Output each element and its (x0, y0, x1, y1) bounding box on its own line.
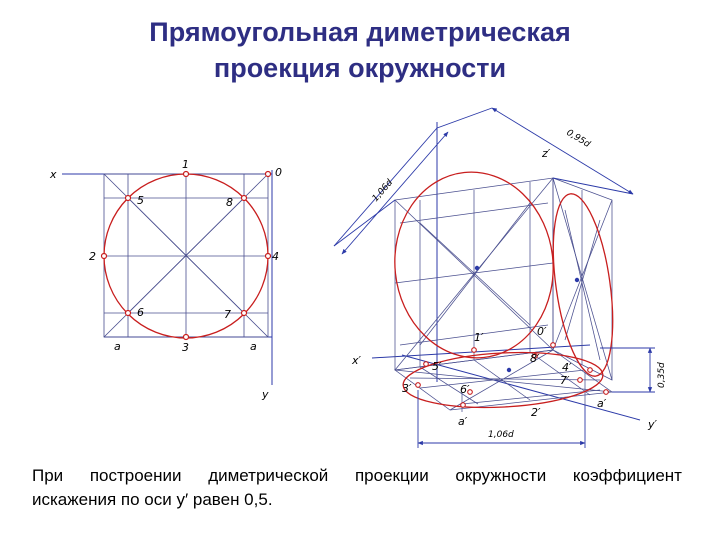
caption-word-1: При (32, 466, 64, 485)
left-point-8 (240, 194, 248, 202)
left-axes (62, 170, 273, 385)
bottom-ellipse (402, 351, 604, 409)
caption-word-6: коэффициент (572, 466, 682, 485)
right-axis-x-label: x′ (351, 354, 362, 367)
right-label-6: 6′ (460, 383, 470, 396)
right-point-a-right (603, 389, 609, 395)
left-point-5 (124, 194, 132, 202)
right-label-3: 3′ (402, 382, 412, 395)
left-axis-x-label: x (49, 168, 57, 181)
right-labels: z′ x′ y′ 0′ 1′ 2′ 3′ 4′ 5′ 6′ 7′ 8′ a′ a… (351, 128, 667, 440)
left-label-2: 2 (89, 250, 96, 263)
right-label-4: 4′ (562, 361, 572, 374)
dim-095d-line (491, 107, 634, 195)
left-label-4: 4 (272, 250, 279, 263)
caption-line-1: При построении диметрической проекции ок… (32, 464, 682, 488)
left-points (100, 170, 272, 341)
left-point-4 (264, 252, 272, 260)
left-label-8: 8 (226, 196, 233, 209)
right-label-2: 2′ (531, 406, 541, 419)
left-axis-y-label: y (261, 388, 269, 401)
right-point-6 (467, 389, 473, 395)
left-point-3 (182, 333, 190, 341)
caption-word-5: окружности (455, 466, 547, 485)
right-point-0 (550, 342, 556, 348)
right-point-a-left (460, 402, 466, 408)
right-label-a-right: a′ (597, 397, 607, 410)
left-label-5: 5 (137, 194, 144, 207)
left-labels: x y 0 1 2 3 4 5 6 7 8 a a (49, 158, 282, 401)
right-label-1: 1′ (474, 331, 484, 344)
dim-106d-top-label: 1,06d (371, 178, 396, 204)
right-view: z′ x′ y′ 0′ 1′ 2′ 3′ 4′ 5′ 6′ 7′ 8′ a′ a… (333, 107, 667, 448)
right-point-7 (577, 377, 583, 383)
title-line-2: проекция окружности (213, 53, 507, 83)
dim-106d-bottom-label: 1,06d (488, 430, 514, 440)
right-label-5: 5′ (432, 360, 442, 373)
right-label-8: 8′ (530, 352, 540, 365)
right-point-1 (471, 347, 477, 353)
title-line-1: Прямоугольная диметрическая (149, 17, 571, 47)
left-label-a-right: a (250, 340, 257, 353)
left-origin-point (264, 170, 272, 178)
right-y-axis (401, 354, 641, 421)
dim-106d-top-line (341, 131, 449, 255)
caption-word-3: диметрической (208, 466, 329, 485)
left-label-a-left: a (114, 340, 121, 353)
left-view: x y 0 1 2 3 4 5 6 7 8 a a (49, 158, 282, 401)
right-axis-y-label: y′ (647, 418, 658, 431)
left-point-6 (124, 309, 132, 317)
left-point-1 (182, 170, 190, 178)
right-ellipses (394, 171, 614, 409)
right-label-a-left: a′ (458, 415, 468, 428)
caption-line-2: искажения по оси y′ равен 0,5. (32, 490, 273, 509)
front-ellipse (394, 171, 554, 359)
right-label-7: 7′ (560, 374, 570, 387)
right-axis-z-label: z′ (541, 147, 551, 160)
dim-035d-label: 0,35d (657, 362, 667, 388)
left-origin-label: 0 (275, 166, 282, 179)
right-points (415, 265, 609, 408)
left-point-7 (240, 309, 248, 317)
right-point-3 (415, 382, 421, 388)
left-label-7: 7 (224, 308, 231, 321)
right-point-5 (423, 361, 429, 367)
right-point-8 (532, 353, 538, 359)
right-origin-label: 0′ (537, 325, 547, 338)
right-construction-lines (394, 177, 614, 412)
right-dimension-lines (333, 107, 655, 448)
caption-word-2: построении (89, 466, 182, 485)
left-label-6: 6 (137, 306, 144, 319)
page-title: Прямоугольная диметрическая проекция окр… (0, 14, 720, 86)
left-label-3: 3 (182, 341, 189, 354)
caption-word-4: проекции (354, 466, 429, 485)
left-point-2 (100, 252, 108, 260)
right-point-4 (587, 367, 593, 373)
dim-095d-label: 0,95d (564, 128, 591, 150)
caption: При построении диметрической проекции ок… (32, 464, 682, 512)
left-label-1: 1 (182, 158, 189, 171)
